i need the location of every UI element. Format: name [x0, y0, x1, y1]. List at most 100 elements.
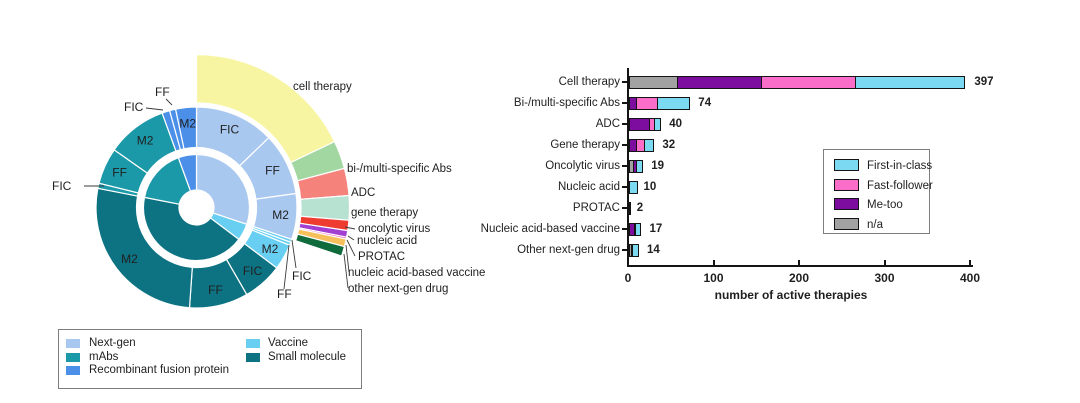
- series-label-Me-too: Me-too: [867, 199, 903, 211]
- outer-leader-line-other next-gen drug: [343, 253, 349, 289]
- bar-segment-Cell therapy-Fast-follower: [760, 75, 857, 89]
- bar-Other next-gen drug: [629, 243, 639, 257]
- tier-label-Vaccine-M2: M2: [262, 242, 279, 256]
- tier-leader-label-Recombinant fusion protein-FF: FF: [155, 85, 170, 99]
- middle-ring-Small molecule-M2: [95, 187, 193, 309]
- y-tick-Oncolytic virus: [622, 165, 627, 167]
- bar-segment-Cell therapy-n/a: [629, 75, 679, 89]
- tier-label-Next-gen-FIC: FIC: [220, 123, 240, 137]
- series-label-n/a: n/a: [867, 218, 883, 231]
- bar-segment-ADC-First-in-class: [654, 117, 661, 131]
- y-tick-Cell therapy: [622, 81, 627, 83]
- legend-swatch-mAbs: [66, 352, 80, 362]
- category-label-Bi-/multi-specific Abs: Bi-/multi-specific Abs: [513, 97, 620, 109]
- outer-leader-line-nucleic acid: [347, 235, 355, 241]
- legend-label-Next-gen: Next-gen: [89, 337, 136, 349]
- y-axis-line: [627, 68, 629, 267]
- category-label-ADC: ADC: [595, 118, 620, 130]
- category-label-Nucleic acid-based vaccine: Nucleic acid-based vaccine: [480, 223, 620, 235]
- inner-ring-Small molecule: [142, 196, 240, 262]
- tier-leader-line-Vaccine-FIC: [291, 239, 297, 269]
- series-swatch-Me-too: [834, 198, 859, 210]
- x-axis-line: [627, 265, 973, 267]
- y-tick-Nucleic acid-based vaccine: [622, 228, 627, 230]
- bar-total-ADC: 40: [669, 118, 682, 130]
- x-tick-0: [627, 260, 629, 265]
- x-tick-label-0: 0: [624, 271, 632, 285]
- outer-label-gene therapy: gene therapy: [351, 207, 418, 219]
- legend-swatch-Vaccine: [246, 339, 260, 348]
- legend-swatch-Recombinant fusion protein: [66, 366, 80, 375]
- series-label-Fast-follower: Fast-follower: [867, 179, 933, 192]
- bar-segment-Bi-/multi-specific Abs-Fast-follower: [635, 96, 659, 110]
- x-tick-label-300: 300: [874, 271, 895, 285]
- bar-segment-Nucleic acid-based vaccine-First-in-class: [634, 222, 642, 236]
- bar-total-PROTAC: 2: [636, 202, 644, 214]
- outer-label-oncolytic virus: oncolytic virus: [358, 223, 430, 235]
- tier-leader-line-Vaccine-FF: [283, 244, 290, 290]
- x-tick-200: [798, 260, 800, 265]
- category-label-Nucleic acid: Nucleic acid: [558, 181, 620, 193]
- legend-swatch-Next-gen: [66, 339, 80, 348]
- bar-segment-Bi-/multi-specific Abs-First-in-class: [657, 96, 690, 110]
- y-tick-Nucleic acid: [622, 186, 627, 188]
- outer-label-cell therapy: cell therapy: [293, 81, 352, 93]
- legend-label-Small molecule: Small molecule: [268, 350, 346, 363]
- outer-leader-line-oncolytic virus: [344, 226, 356, 230]
- category-label-Cell therapy: Cell therapy: [558, 76, 620, 88]
- bar-segment-Other next-gen drug-First-in-class: [632, 243, 639, 257]
- legend-label-Recombinant fusion protein: Recombinant fusion protein: [89, 364, 229, 376]
- y-tick-ADC: [622, 123, 627, 125]
- middle-ring-Recombinant fusion protein-M2: [174, 106, 198, 150]
- tier-label-Small molecule-FIC: FIC: [243, 264, 263, 278]
- bar-ADC: [629, 117, 661, 131]
- series-label-First-in-class: First-in-class: [867, 160, 933, 172]
- bar-segment-Nucleic acid-First-in-class: [629, 180, 638, 194]
- bar-segment-PROTAC-First-in-class: [629, 201, 631, 215]
- tier-label-Small molecule-FF: FF: [208, 283, 223, 297]
- series-swatch-Fast-follower: [834, 178, 859, 191]
- category-label-PROTAC: PROTAC: [572, 202, 620, 214]
- bar-Nucleic acid: [629, 180, 638, 194]
- outer-label-ADC: ADC: [351, 187, 375, 199]
- bar-total-Nucleic acid: 10: [643, 181, 657, 193]
- bar-Cell therapy: [629, 75, 965, 89]
- outer-label-PROTAC: PROTAC: [358, 251, 405, 263]
- bar-segment-Cell therapy-Me-too: [677, 75, 762, 89]
- outer-label-nucleic acid-based vaccine: nucleic acid-based vaccine: [348, 267, 485, 279]
- outer-label-other next-gen drug: other next-gen drug: [348, 283, 448, 295]
- tier-leader-line-Recombinant fusion protein-FF: [165, 98, 173, 106]
- legend-label-Vaccine: Vaccine: [268, 337, 309, 349]
- x-tick-label-200: 200: [788, 271, 810, 285]
- tier-leader-label-Vaccine-FF: FF: [277, 287, 292, 301]
- inner-ring-Recombinant fusion protein: [177, 153, 198, 192]
- outer-leader-line-PROTAC: [346, 239, 356, 257]
- category-label-Other next-gen drug: Other next-gen drug: [517, 244, 620, 256]
- tier-leader-label-Vaccine-FIC: FIC: [292, 269, 312, 283]
- bar-Nucleic acid-based vaccine: [629, 222, 642, 236]
- bar-segment-Gene therapy-First-in-class: [643, 138, 655, 152]
- tier-leader-label-Recombinant fusion protein-FIC: FIC: [124, 100, 144, 114]
- bar-total-Gene therapy: 32: [662, 139, 676, 151]
- y-tick-Gene therapy: [622, 144, 627, 146]
- y-tick-Other next-gen drug: [622, 249, 627, 251]
- legend-label-mAbs: mAbs: [89, 350, 119, 363]
- tier-label-Next-gen-FF: FF: [265, 163, 280, 177]
- x-axis-title: number of active therapies: [714, 288, 868, 302]
- tier-label-Small molecule-M2: M2: [121, 252, 138, 266]
- y-tick-Bi-/multi-specific Abs: [622, 102, 627, 104]
- tier-leader-label-mAbs-FIC: FIC: [52, 179, 72, 193]
- bar-total-Nucleic acid-based vaccine: 17: [649, 223, 663, 235]
- bar-total-Bi-/multi-specific Abs: 74: [698, 97, 712, 109]
- y-tick-PROTAC: [622, 207, 627, 209]
- category-label-Gene therapy: Gene therapy: [550, 139, 620, 151]
- bar-Bi-/multi-specific Abs: [629, 96, 690, 110]
- tier-label-mAbs-M2: M2: [137, 133, 154, 147]
- legend-swatch-Small molecule: [246, 352, 260, 362]
- outer-label-nucleic acid: nucleic acid: [357, 235, 417, 247]
- x-tick-label-100: 100: [703, 271, 724, 285]
- x-tick-300: [883, 260, 886, 265]
